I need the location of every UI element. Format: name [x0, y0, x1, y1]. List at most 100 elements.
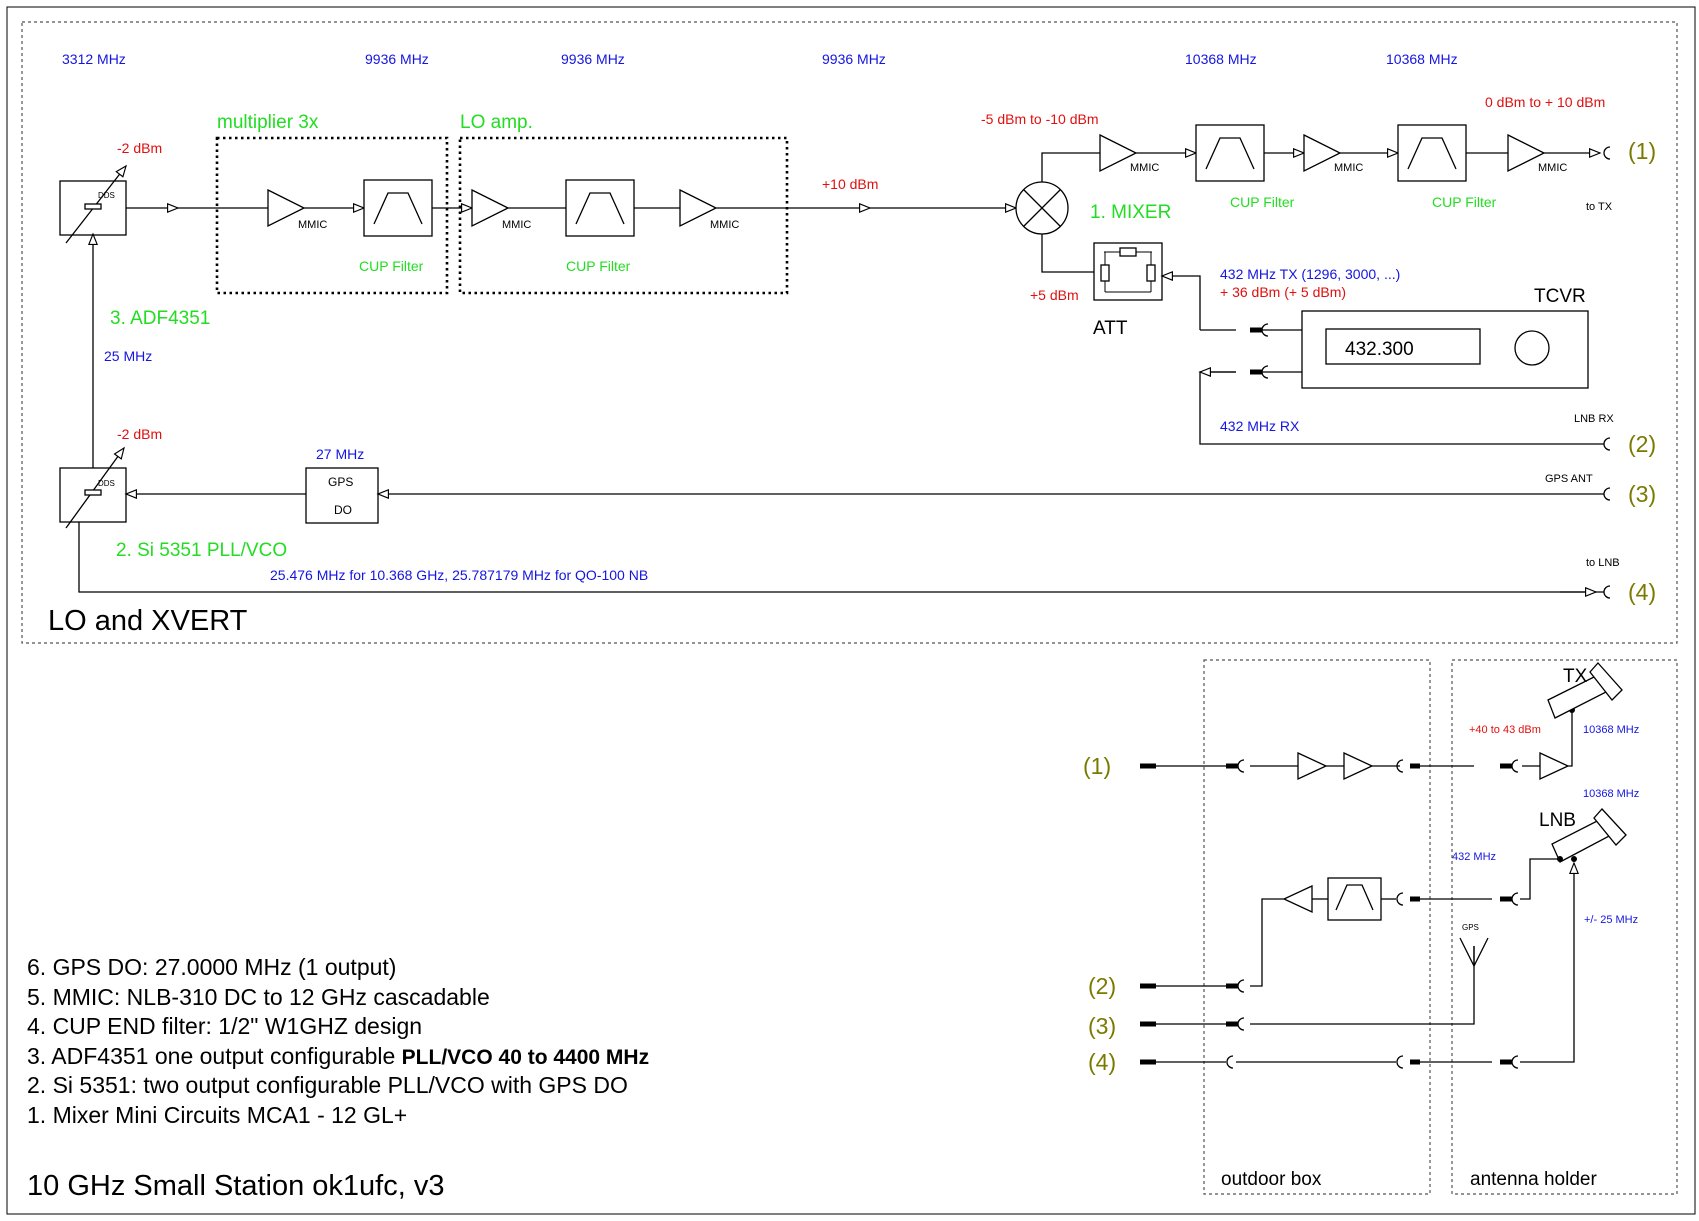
- connector-1: [1603, 146, 1611, 160]
- lower-conn-1a: [1226, 760, 1244, 772]
- section-title: LO and XVERT: [48, 605, 248, 637]
- port-to-lnb: to LNB: [1586, 557, 1620, 569]
- lo-amp-label: LO amp.: [460, 112, 533, 133]
- lo-amp-box: [458, 136, 789, 295]
- outdoor-box-frame: [1203, 659, 1431, 1195]
- freq-25mhz: 25 MHz: [104, 348, 152, 364]
- tcvr-frequency: 432.300: [1345, 339, 1414, 360]
- lower-port-1: (1): [1083, 753, 1111, 779]
- freq-9936-b: 9936 MHz: [561, 51, 625, 67]
- tx-freq-label: 10368 MHz: [1583, 724, 1639, 736]
- si5351-label: 2. Si 5351 PLL/VCO: [116, 540, 287, 561]
- port-gps-ant: GPS ANT: [1545, 473, 1593, 485]
- svg-text:GPS: GPS: [328, 475, 353, 489]
- tx-power-label: +40 to 43 dBm: [1469, 724, 1541, 736]
- freq-10368-a: 10368 MHz: [1185, 51, 1257, 67]
- cup-label-3: CUP Filter: [1230, 194, 1295, 210]
- cup-filter-4: [1397, 124, 1467, 182]
- lower-cup-filter: [1327, 877, 1382, 921]
- svg-text:DO: DO: [334, 503, 352, 517]
- adf4351-label: 3. ADF4351: [110, 308, 210, 329]
- lnb-antenna-icon: [1551, 808, 1627, 863]
- mmic-label-3: MMIC: [710, 219, 739, 231]
- lnb-offset-label: +/- 25 MHz: [1584, 914, 1638, 926]
- lower-amp-2: [1343, 752, 1373, 780]
- mmic-label-4: MMIC: [1130, 162, 1159, 174]
- outer-frame: [6, 6, 1696, 1215]
- lower-port-4: (4): [1088, 1049, 1116, 1075]
- tx-antenna-icon: [1547, 662, 1623, 719]
- si5351-output-freq: 25.476 MHz for 10.368 GHz, 25.787179 MHz…: [270, 567, 648, 583]
- lower-conn-3a: [1226, 1018, 1244, 1030]
- note-1: 1. Mixer Mini Circuits MCA1 - 12 GL+: [27, 1102, 407, 1128]
- svg-text:DDS: DDS: [98, 479, 115, 488]
- gps-antenna-icon: [1459, 937, 1489, 968]
- mmic-label-6: MMIC: [1538, 162, 1567, 174]
- lnb-label: LNB: [1539, 810, 1576, 831]
- svg-text:DDS: DDS: [98, 191, 115, 200]
- port-4-label: (4): [1628, 579, 1656, 605]
- freq-3312: 3312 MHz: [62, 51, 126, 67]
- tcvr-label: TCVR: [1534, 286, 1586, 307]
- lower-conn-4a: [1226, 1055, 1234, 1069]
- connector-4: [1603, 585, 1611, 599]
- mmic-label-1: MMIC: [298, 219, 327, 231]
- freq-10368-b: 10368 MHz: [1386, 51, 1458, 67]
- lower-amp-1: [1297, 752, 1327, 780]
- lower-conn-2c: [1500, 893, 1518, 905]
- tcvr-knob: [1514, 330, 1550, 366]
- level-plus5: +5 dBm: [1030, 287, 1079, 303]
- cup-filter-3: [1195, 124, 1265, 182]
- multiplier-3x-box: [215, 136, 449, 295]
- lower-port-2: (2): [1088, 973, 1116, 999]
- freq-9936-c: 9936 MHz: [822, 51, 886, 67]
- level-plus10: +10 dBm: [822, 176, 878, 192]
- lnb-freq-label: 10368 MHz: [1583, 788, 1639, 800]
- port-1-label: (1): [1628, 138, 1656, 164]
- tx432-label: 432 MHz TX (1296, 3000, ...): [1220, 266, 1400, 282]
- level-minus2-si: -2 dBm: [117, 426, 162, 442]
- freq-27mhz: 27 MHz: [316, 446, 364, 462]
- mixer: [1015, 181, 1069, 235]
- lnb-432-label: 432 MHz: [1452, 851, 1496, 863]
- port-lnb-rx: LNB RX: [1574, 413, 1614, 425]
- mixer-label: 1. MIXER: [1090, 202, 1171, 223]
- lower-conn-2b: [1396, 892, 1404, 906]
- lower-conn-1c: [1500, 760, 1518, 772]
- att-label: ATT: [1093, 318, 1128, 339]
- connector-3: [1603, 487, 1611, 501]
- level-tx-in: + 36 dBm (+ 5 dBm): [1220, 284, 1346, 300]
- port-2-label: (2): [1628, 431, 1656, 457]
- rx432-label: 432 MHz RX: [1220, 418, 1300, 434]
- cup-filter-2: [565, 179, 635, 237]
- tcvr-display: [1325, 328, 1481, 365]
- port-3-label: (3): [1628, 481, 1656, 507]
- lower-port-3: (3): [1088, 1013, 1116, 1039]
- antenna-holder-label: antenna holder: [1470, 1169, 1597, 1190]
- note-3: 3. ADF4351 one output configurable PLL/V…: [27, 1043, 649, 1069]
- mmic-label-2: MMIC: [502, 219, 531, 231]
- antenna-holder-frame: [1451, 659, 1678, 1195]
- component-notes: 6. GPS DO: 27.0000 MHz (1 output) 5. MMI…: [27, 954, 649, 1128]
- level-minus2-adf: -2 dBm: [117, 140, 162, 156]
- cup-label-4: CUP Filter: [1432, 194, 1497, 210]
- cup-label-2: CUP Filter: [566, 258, 631, 274]
- cup-label-1: CUP Filter: [359, 258, 424, 274]
- lo-xvert-frame: [21, 21, 1678, 644]
- footer-title: 10 GHz Small Station ok1ufc, v3: [27, 1170, 444, 1202]
- outdoor-box-label: outdoor box: [1221, 1169, 1322, 1190]
- lower-conn-4b: [1396, 1055, 1404, 1069]
- attenuator: [1093, 242, 1163, 301]
- connector-2: [1603, 437, 1611, 451]
- level-tx-out: 0 dBm to + 10 dBm: [1485, 94, 1605, 110]
- lower-amp-3: [1539, 752, 1569, 780]
- lower-conn-4c: [1500, 1056, 1518, 1068]
- si5351-block: DDS: [59, 446, 127, 529]
- mmic-label-5: MMIC: [1334, 162, 1363, 174]
- tx-antenna-label: TX: [1563, 666, 1588, 687]
- freq-9936-a: 9936 MHz: [365, 51, 429, 67]
- gps-do-block: GPS DO: [305, 467, 379, 524]
- note-4: 4. CUP END filter: 1/2" W1GHZ design: [27, 1013, 422, 1039]
- multiplier-label: multiplier 3x: [217, 112, 319, 133]
